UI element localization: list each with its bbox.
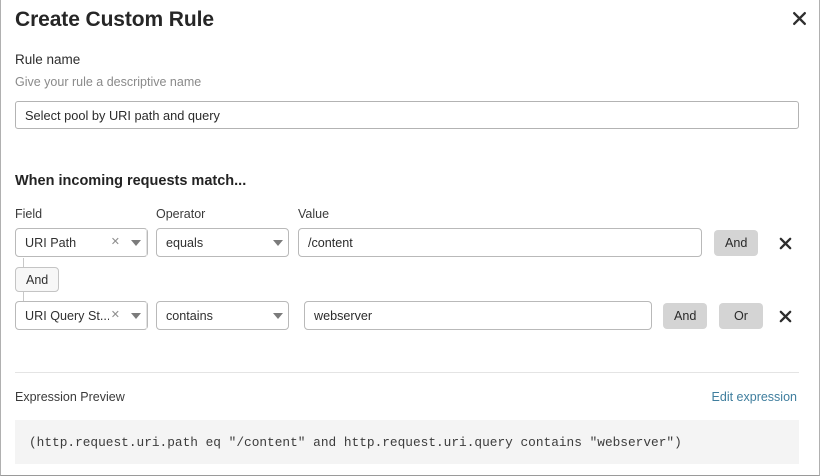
operator-select-2-value: contains [166,308,213,323]
condition-row: URI Query St... ✕ contains And Or [1,301,819,331]
rule-name-help: Give your rule a descriptive name [15,75,202,89]
operator-select-1-value: equals [166,235,204,250]
match-section-heading: When incoming requests match... [15,173,247,189]
field-select-1[interactable]: URI Path ✕ [15,228,148,257]
value-input-2[interactable] [304,301,652,330]
and-button-1[interactable]: And [714,230,759,256]
operator-select-2[interactable]: contains [156,301,289,330]
chevron-down-icon[interactable] [268,239,288,246]
column-header-field: Field [15,207,43,221]
field-select-2-value: URI Query St... [25,308,109,323]
field-select-2[interactable]: URI Query St... ✕ [15,301,148,330]
chevron-down-icon[interactable] [126,239,146,246]
column-header-operator: Operator [156,207,206,221]
delete-icon[interactable] [775,232,795,254]
select-divider [146,229,147,256]
expression-code: (http.request.uri.path eq "/content" and… [15,420,799,464]
clear-icon[interactable]: ✕ [110,235,120,248]
select-divider [146,302,147,329]
chevron-down-icon[interactable] [268,312,288,319]
close-icon[interactable] [788,7,810,29]
connector-line-top [23,258,24,268]
section-divider [15,372,799,373]
field-select-1-value: URI Path [25,235,77,250]
rule-name-input[interactable] [15,101,799,129]
connector-and-badge[interactable]: And [15,267,60,292]
delete-icon[interactable] [775,305,795,327]
rule-name-label: Rule name [15,52,81,67]
connector-line-bottom [23,292,24,302]
operator-select-1[interactable]: equals [156,228,289,257]
and-button-2[interactable]: And [663,303,708,329]
page-title: Create Custom Rule [15,8,214,31]
value-input-1[interactable] [298,228,702,257]
condition-row: URI Path ✕ equals And [1,228,819,258]
chevron-down-icon[interactable] [126,312,146,319]
clear-icon[interactable]: ✕ [110,308,120,321]
column-header-value: Value [298,207,330,221]
edit-expression-link[interactable]: Edit expression [711,390,797,404]
or-button-2[interactable]: Or [719,303,763,329]
expression-preview-label: Expression Preview [15,390,125,404]
